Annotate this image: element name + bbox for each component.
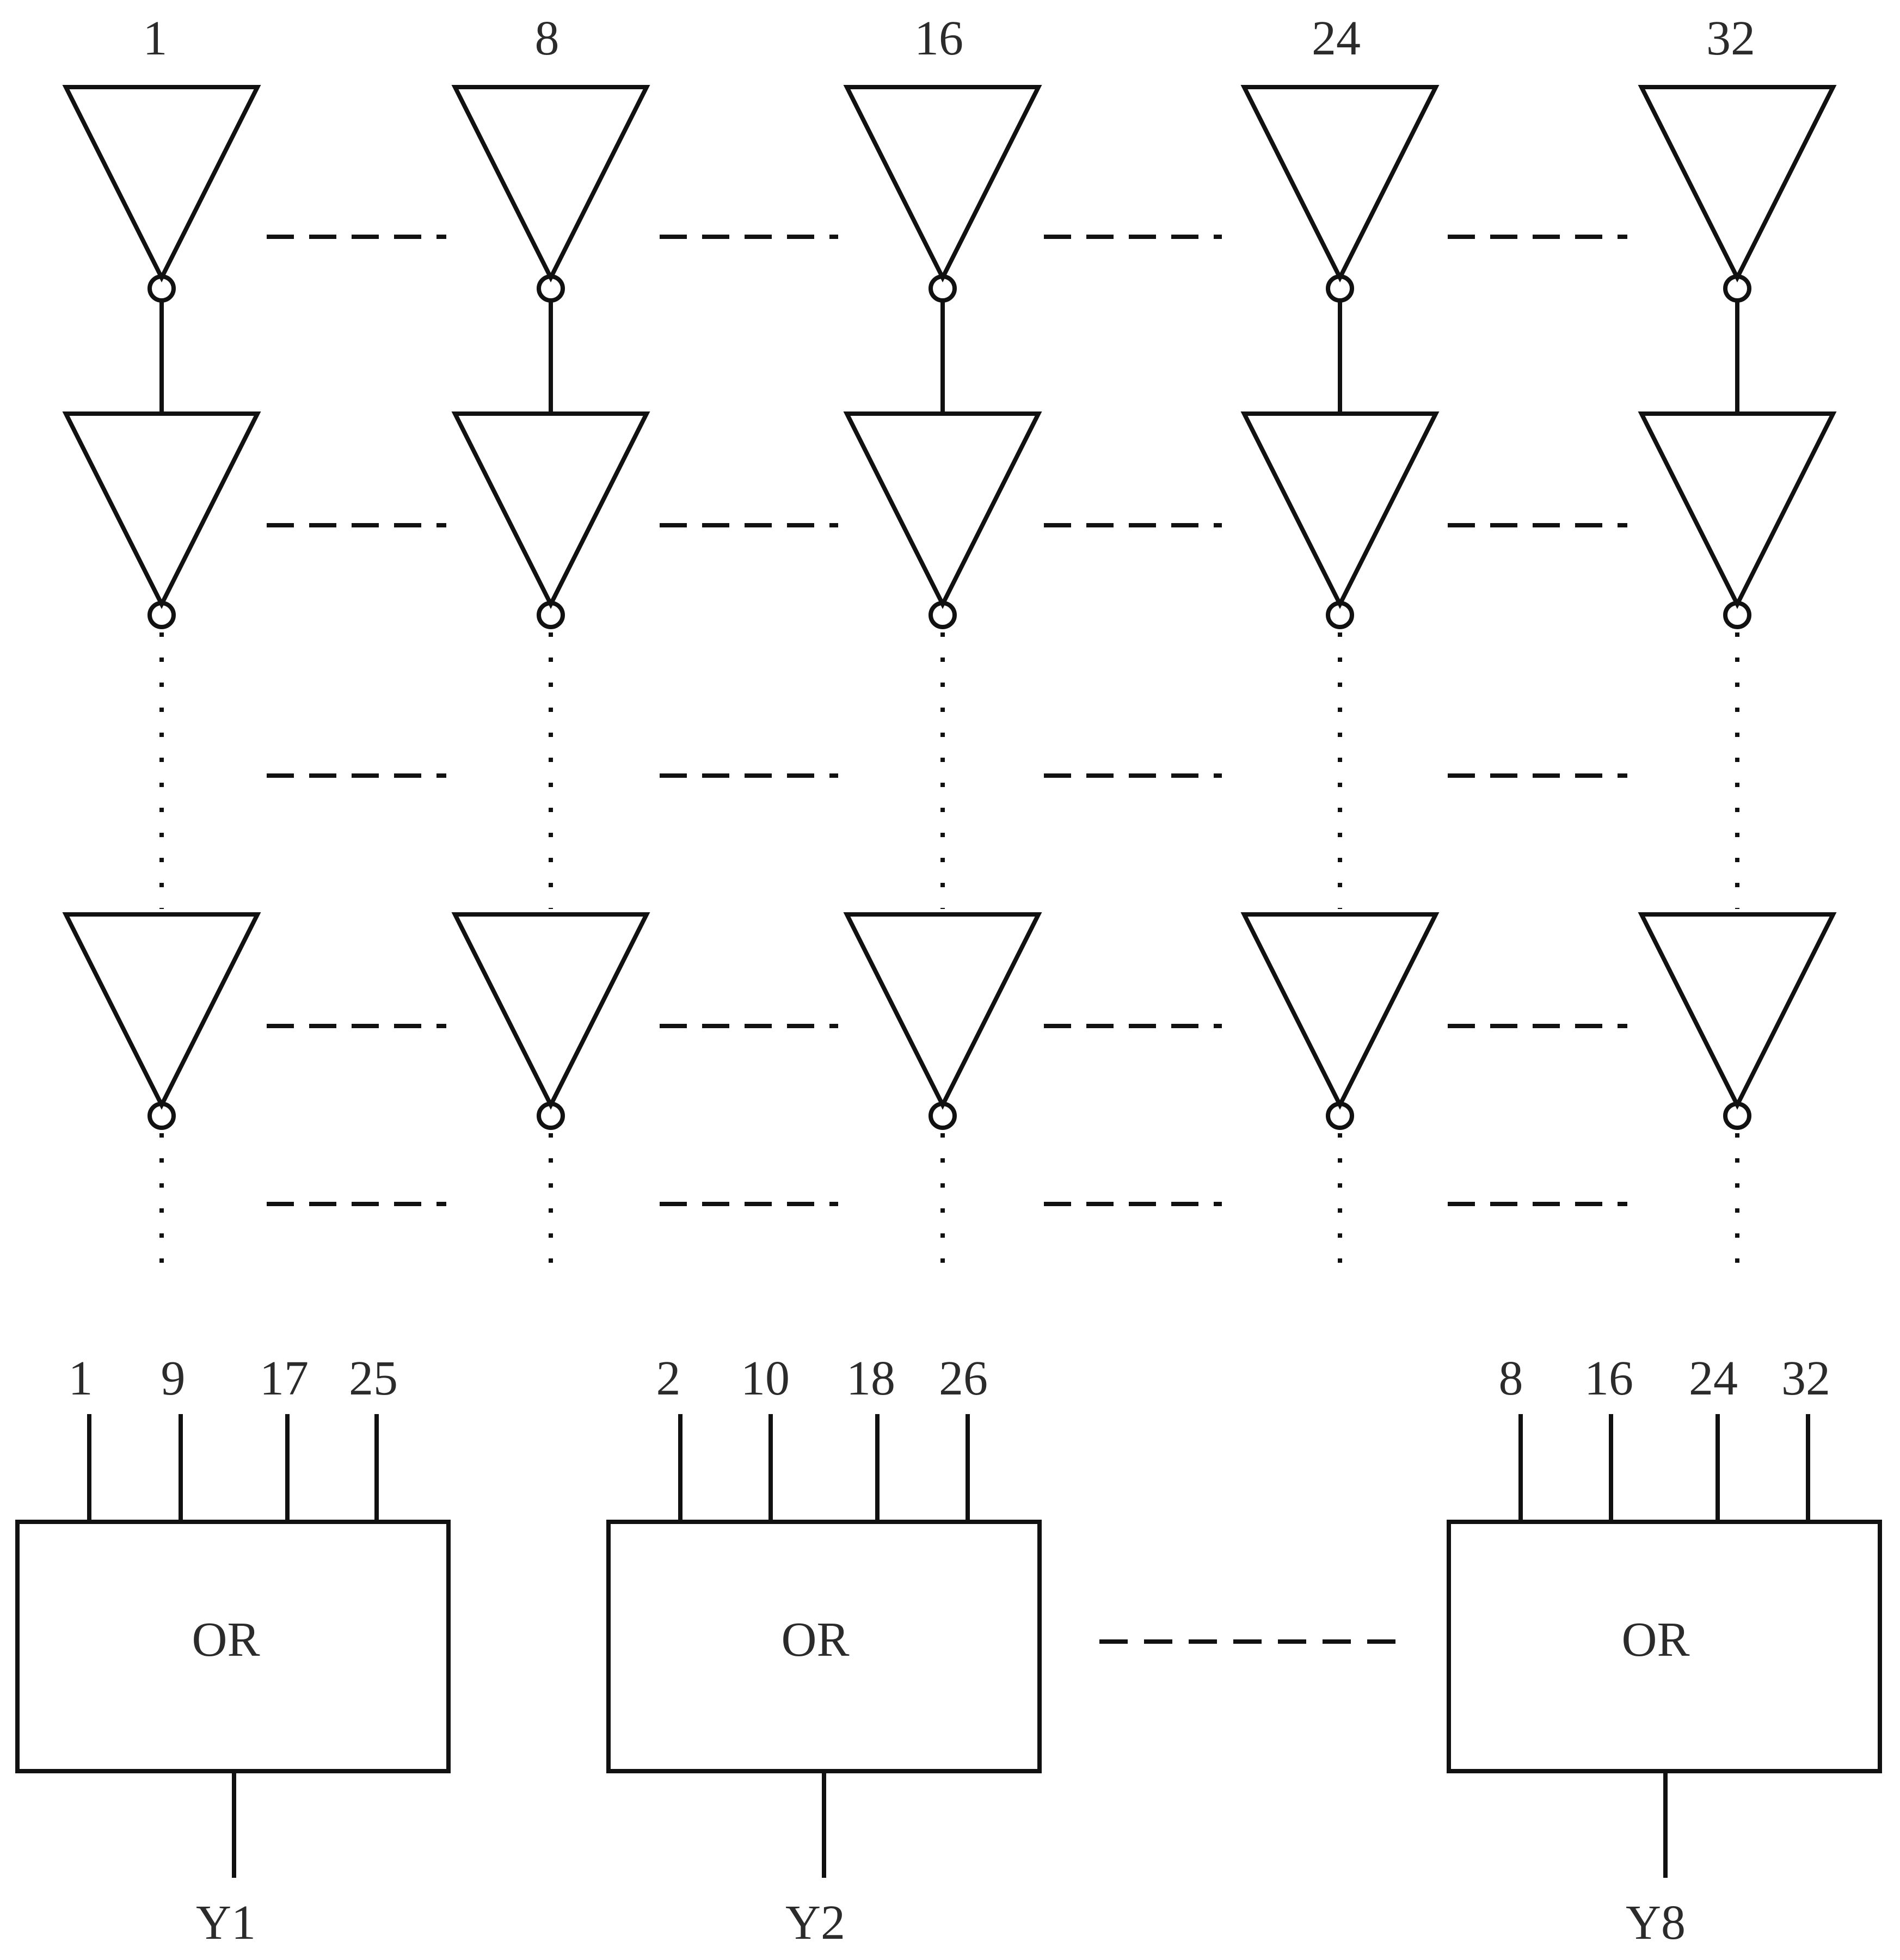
inverter-bubble-col1-stage3 [147, 1102, 176, 1130]
input-label: 26 [939, 1351, 988, 1405]
inverter-triangle-col3-stage2 [843, 411, 1042, 609]
inverter-bubble-col2-stage2 [537, 601, 565, 629]
inverter-triangle-col3-stage1 [843, 85, 1042, 282]
inverter-triangle-col5-stage2 [1638, 411, 1837, 609]
output-label-y1: Y1 [196, 1896, 256, 1950]
or-gate-y2: 2 10 18 26 OR Y2 [606, 1351, 1042, 1950]
input-label: 24 [1689, 1351, 1738, 1405]
input-label: 10 [741, 1351, 790, 1405]
inverter-bubble-col5-stage3 [1723, 1102, 1751, 1130]
inverter-bubble-col1-stage2 [147, 601, 176, 629]
input-label: 32 [1781, 1351, 1830, 1405]
inverter-triangle-col4-stage2 [1240, 411, 1440, 609]
inverter-bubble-col3-stage3 [929, 1102, 957, 1130]
output-label-y8: Y8 [1626, 1896, 1686, 1950]
or-gate-label: OR [192, 1613, 260, 1667]
column-label-1: 1 [143, 11, 168, 65]
input-label: 8 [1499, 1351, 1523, 1405]
inverter-triangle-col3-stage3 [843, 912, 1042, 1110]
inverter-triangle-col1-stage2 [62, 411, 261, 609]
inverter-bubble-col5-stage2 [1723, 601, 1751, 629]
input-label: 2 [656, 1351, 681, 1405]
input-label: 18 [846, 1351, 895, 1405]
inverter-bubble-col4-stage2 [1326, 601, 1354, 629]
column-label-16: 16 [914, 11, 963, 65]
output-label-y2: Y2 [785, 1896, 845, 1950]
or-gate-label: OR [781, 1613, 849, 1667]
inverter-array [62, 85, 1837, 1268]
inverter-triangle-col1-stage3 [62, 912, 261, 1110]
inverter-triangle-col4-stage1 [1240, 85, 1440, 282]
inverter-triangle-col2-stage3 [451, 912, 650, 1110]
input-label: 17 [260, 1351, 309, 1405]
inverter-triangle-col5-stage1 [1638, 85, 1837, 282]
input-label: 25 [349, 1351, 398, 1405]
inverter-triangle-col4-stage3 [1240, 912, 1440, 1110]
or-gate-label: OR [1621, 1613, 1689, 1667]
or-gate-y1: 1 9 17 25 OR Y1 [15, 1351, 451, 1950]
column-label-32: 32 [1706, 11, 1755, 65]
input-label: 16 [1584, 1351, 1633, 1405]
inverter-bubble-col3-stage2 [929, 601, 957, 629]
or-gate-y8: 8 16 24 32 OR Y8 [1447, 1351, 1882, 1950]
inverter-triangle-col2-stage2 [451, 411, 650, 609]
inverter-triangle-col2-stage1 [451, 85, 650, 282]
input-label: 1 [69, 1351, 93, 1405]
inverter-triangle-col5-stage3 [1638, 912, 1837, 1110]
column-labels: 1 8 16 24 32 [143, 11, 1756, 65]
inverter-bubble-col2-stage3 [537, 1102, 565, 1130]
column-label-24: 24 [1312, 11, 1361, 65]
input-label: 9 [161, 1351, 186, 1405]
or-gates: 1 9 17 25 OR Y1 2 10 18 26 OR Y2 [15, 1351, 1882, 1950]
inverter-bubble-col4-stage3 [1326, 1102, 1354, 1130]
inverter-triangle-col1-stage1 [62, 85, 261, 282]
column-label-8: 8 [535, 11, 559, 65]
